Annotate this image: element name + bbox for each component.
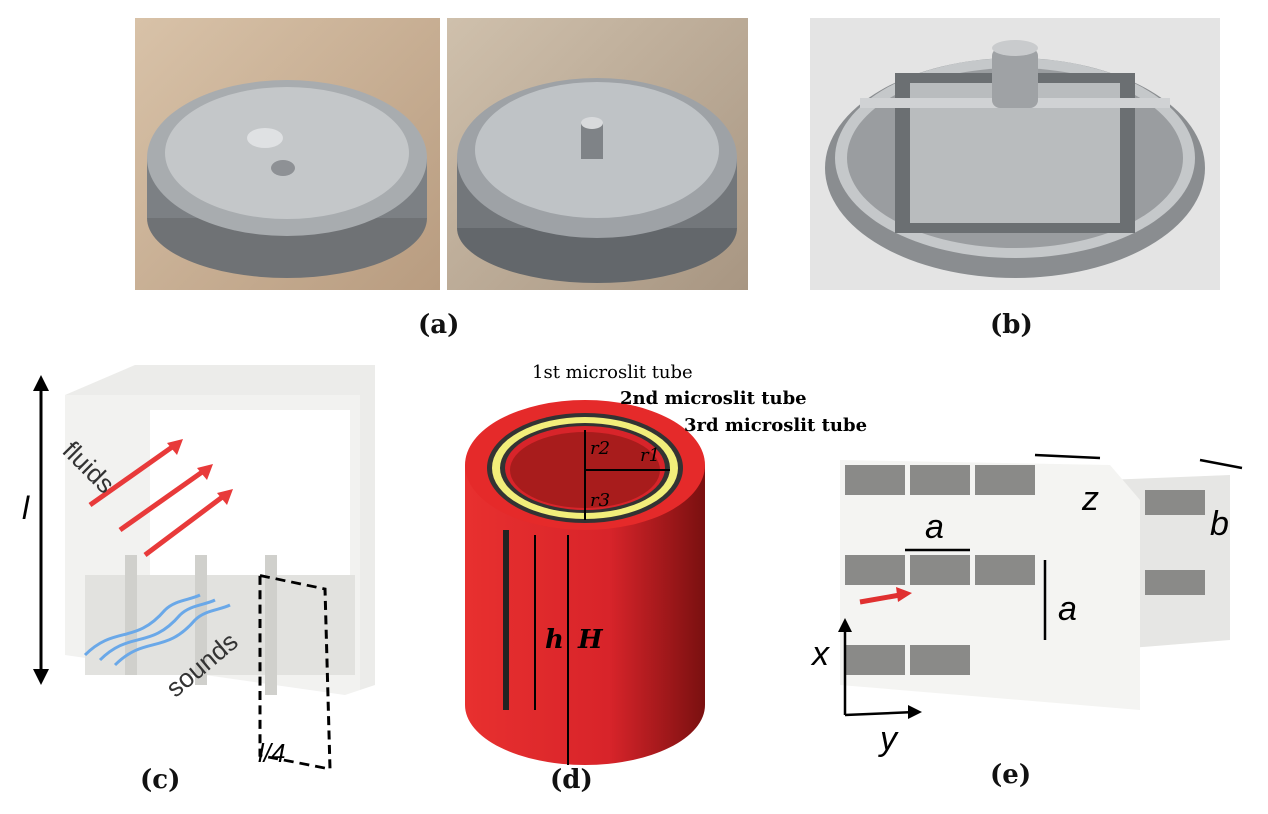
label-length: l (22, 490, 30, 527)
photo-sample-left (135, 18, 440, 290)
panel-label-c: (c) (140, 765, 181, 795)
diagram-e-lattice (838, 453, 1243, 719)
photo-sample-b (810, 18, 1220, 290)
label-y: y (880, 720, 897, 758)
diagram-d-cylinder (465, 400, 705, 765)
label-x: x (812, 635, 829, 673)
label-quarter: l/4 (258, 738, 286, 768)
label-z: z (1082, 480, 1099, 518)
label-h: h (545, 625, 564, 655)
label-tube2: 2nd microslit tube (620, 388, 807, 409)
label-tube1: 1st microslit tube (532, 362, 693, 383)
label-a-height: a (1058, 590, 1077, 628)
label-H: H (578, 625, 603, 655)
panel-label-a: (a) (418, 310, 460, 340)
label-a-width: a (925, 508, 944, 546)
label-b: b (1210, 505, 1229, 543)
label-r3: r3 (590, 490, 611, 511)
quarter-section-box (258, 573, 332, 771)
diagram-c-channel (33, 365, 375, 771)
label-r2: r2 (590, 438, 611, 459)
label-r1: r1 (640, 445, 661, 466)
panel-label-d: (d) (550, 765, 593, 795)
photo-sample-right (447, 18, 748, 290)
panel-label-e: (e) (990, 760, 1032, 790)
label-tube3: 3rd microslit tube (684, 415, 868, 436)
panel-label-b: (b) (990, 310, 1033, 340)
